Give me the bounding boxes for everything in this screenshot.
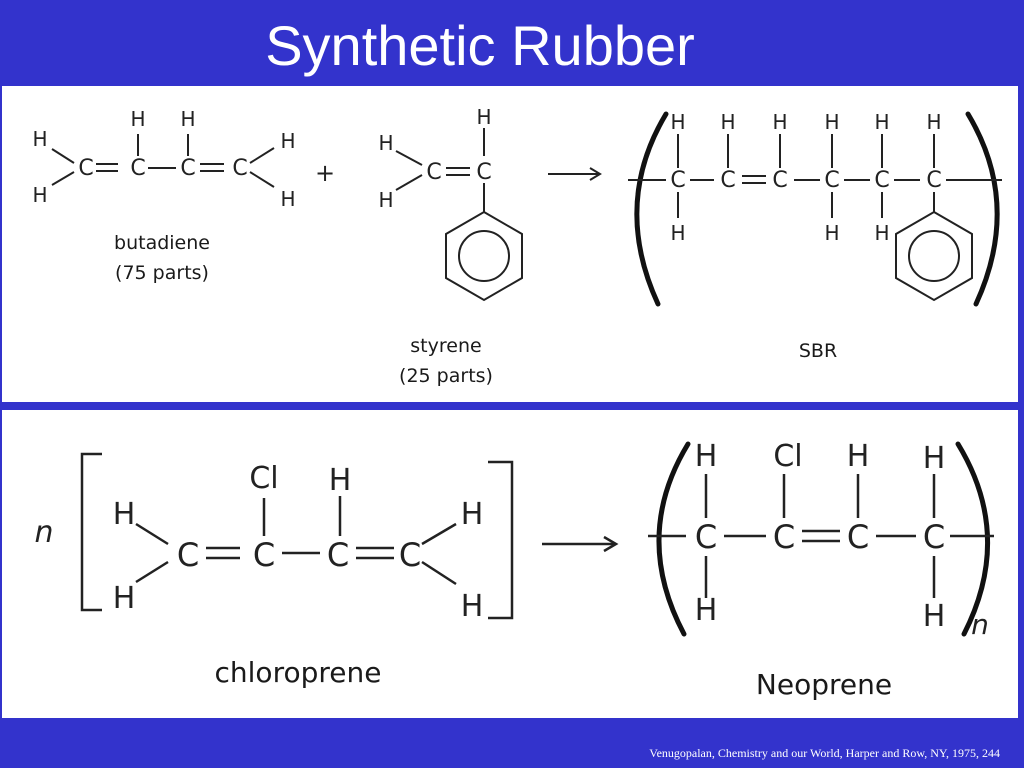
source-citation: Venugopalan, Chemistry and our World, Ha… — [649, 746, 1000, 760]
atom-cl: Cl — [249, 461, 278, 496]
butadiene-atoms: H H C H C H C C H H — [32, 107, 295, 211]
atom-h: H — [476, 105, 491, 129]
butadiene-parts-label: (75 parts) — [115, 262, 209, 284]
atom-c: C — [78, 156, 93, 181]
atom-h: H — [670, 221, 685, 245]
multiplier-n: n — [34, 515, 53, 550]
styrene-label: styrene — [410, 335, 481, 357]
sbr-reaction-diagram: H H C H C H C C H H butadiene (75 parts)… — [32, 105, 1002, 387]
butadiene-bonds — [51, 134, 275, 188]
atom-h: H — [329, 463, 352, 498]
atom-c: C — [253, 536, 275, 574]
atom-h: H — [695, 439, 718, 474]
subscript-n: n — [971, 608, 989, 641]
styrene-atoms: H H C H C — [378, 105, 491, 212]
sbr-reaction-panel: H H C H C H C C H H butadiene (75 parts)… — [2, 86, 1018, 402]
atom-h: H — [180, 107, 195, 131]
sbr-bonds — [628, 134, 1002, 302]
atom-h: H — [130, 107, 145, 131]
plus-sign: + — [315, 159, 335, 187]
atom-c: C — [327, 536, 349, 574]
neoprene-label: Neoprene — [756, 668, 892, 701]
atom-h: H — [113, 497, 136, 532]
atom-c: C — [476, 160, 491, 185]
atom-c: C — [874, 168, 889, 193]
neoprene-reaction-panel: n H H C Cl C H C C H H chloroprene — [2, 410, 1018, 718]
atom-c: C — [773, 518, 795, 556]
sbr-atoms: H H H H H H C C C C C C H H H — [670, 110, 941, 245]
chloroprene-brackets — [80, 452, 514, 620]
slide-title: Synthetic Rubber — [265, 14, 695, 77]
atom-c: C — [670, 168, 685, 193]
neoprene-reaction-arrow — [542, 535, 619, 553]
atom-h: H — [824, 221, 839, 245]
atom-h: H — [280, 129, 295, 153]
chloroprene-bonds — [135, 496, 457, 586]
neoprene-atoms: H Cl H H C C C C H H — [695, 439, 946, 634]
atom-h: H — [378, 188, 393, 212]
atom-c: C — [926, 168, 941, 193]
atom-c: C — [180, 156, 195, 181]
atom-h: H — [32, 127, 47, 151]
atom-h: H — [772, 110, 787, 134]
atom-h: H — [461, 497, 484, 532]
atom-h: H — [720, 110, 735, 134]
atom-h: H — [923, 599, 946, 634]
neoprene-reaction-diagram: n H H C Cl C H C C H H chloroprene — [34, 439, 994, 701]
sbr-reaction-arrow — [548, 167, 602, 181]
atom-c: C — [772, 168, 787, 193]
atom-h: H — [461, 589, 484, 624]
atom-c: C — [695, 518, 717, 556]
chloroprene-atoms: H H C Cl C H C C H H — [113, 461, 484, 624]
atom-h: H — [378, 131, 393, 155]
atom-c: C — [847, 518, 869, 556]
atom-c: C — [824, 168, 839, 193]
atom-cl: Cl — [773, 439, 802, 474]
atom-c: C — [399, 536, 421, 574]
atom-h: H — [874, 221, 889, 245]
atom-c: C — [720, 168, 735, 193]
neoprene-brackets — [656, 441, 991, 637]
atom-h: H — [847, 439, 870, 474]
butadiene-label: butadiene — [114, 232, 210, 254]
sbr-label: SBR — [799, 340, 837, 362]
atom-c: C — [177, 536, 199, 574]
atom-h: H — [670, 110, 685, 134]
atom-c: C — [130, 156, 145, 181]
atom-h: H — [874, 110, 889, 134]
atom-h: H — [280, 187, 295, 211]
atom-h: H — [926, 110, 941, 134]
atom-c: C — [232, 156, 247, 181]
atom-h: H — [113, 581, 136, 616]
atom-h: H — [695, 593, 718, 628]
styrene-bonds — [395, 128, 523, 302]
chloroprene-label: chloroprene — [215, 656, 382, 689]
sbr-brackets — [634, 111, 1000, 307]
styrene-parts-label: (25 parts) — [399, 365, 493, 387]
atom-h: H — [32, 183, 47, 207]
atom-h: H — [824, 110, 839, 134]
atom-h: H — [923, 441, 946, 476]
atom-c: C — [426, 160, 441, 185]
neoprene-bonds — [648, 474, 994, 598]
atom-c: C — [923, 518, 945, 556]
